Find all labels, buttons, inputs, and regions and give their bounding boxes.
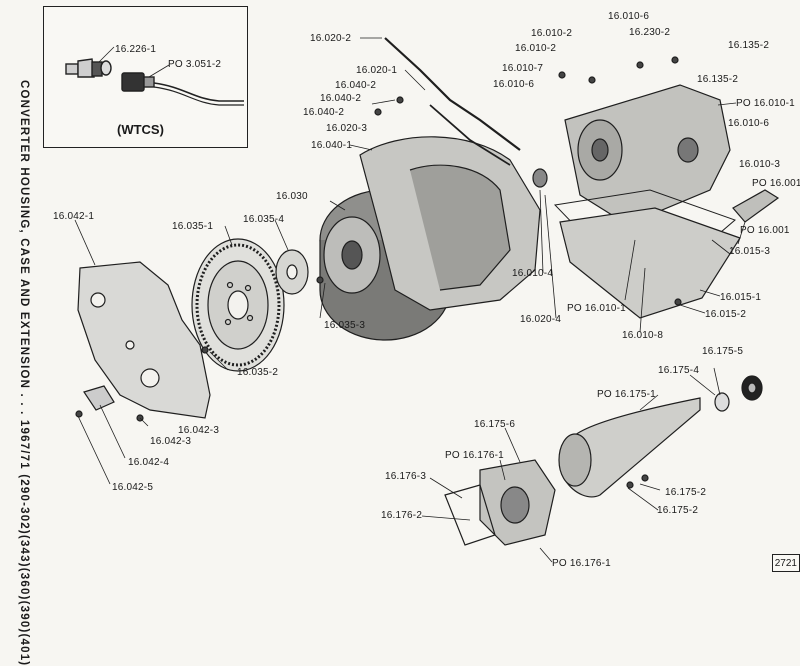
- vacuum-line: [384, 37, 521, 151]
- page-number: 2721: [772, 554, 800, 572]
- part-label: 16.010-6: [728, 118, 770, 129]
- part-label: 16.040-2: [335, 80, 377, 91]
- part-label: 16.010-2: [515, 43, 557, 54]
- part-label: 16.175-2: [657, 505, 699, 516]
- part-label: 16.010-6: [493, 79, 535, 90]
- small-plate: [83, 385, 115, 411]
- oil-pan: [559, 207, 741, 319]
- temperature-switch-drawing: [65, 46, 244, 106]
- part-label: 16.042-5: [112, 482, 154, 493]
- converter-housing: [359, 136, 541, 311]
- part-label: 16.010-4: [512, 268, 554, 279]
- part-label: 16.010-7: [502, 63, 544, 74]
- parts-diagram: (WTCS): [18, 6, 800, 666]
- part-label: 16.015-2: [705, 309, 747, 320]
- transmission-case: [564, 84, 731, 221]
- part-label: 16.020-2: [310, 33, 352, 44]
- part-label: 16.035-2: [237, 367, 279, 378]
- part-label: 16.010-2: [531, 28, 573, 39]
- part-label: 16.040-1: [311, 140, 353, 151]
- part-label: PO 16.175-1: [597, 389, 656, 400]
- part-label: PO 16.176-1: [552, 558, 611, 569]
- wtcs-inset: (WTCS): [43, 6, 248, 148]
- cover-plate: [77, 261, 211, 419]
- part-label: 16.042-1: [53, 211, 95, 222]
- part-label: 16.015-3: [729, 246, 771, 257]
- part-label: PO 16.010-1: [736, 98, 795, 109]
- part-label: 16.010-3: [739, 159, 781, 170]
- part-label: 16.035-1: [172, 221, 214, 232]
- flywheel: [191, 238, 285, 372]
- side-title: CONVERTER HOUSING, CASE AND EXTENSION . …: [18, 80, 30, 666]
- part-label: 16.176-3: [385, 471, 427, 482]
- part-label: 16.226-1: [115, 44, 157, 55]
- part-label: 16.030: [276, 191, 308, 202]
- inset-title: (WTCS): [117, 122, 164, 137]
- filler-tube: [429, 104, 511, 166]
- part-label: 16.042-4: [128, 457, 170, 468]
- extension-housing: [558, 397, 701, 498]
- part-label: 16.020-3: [326, 123, 368, 134]
- part-label: 16.040-2: [320, 93, 362, 104]
- exploded-view-drawing: [74, 37, 780, 563]
- part-label: 16.175-6: [474, 419, 516, 430]
- part-label: 16.040-2: [303, 107, 345, 118]
- part-label: 16.010-6: [608, 11, 650, 22]
- front-seal: [532, 168, 548, 188]
- part-label: 16.042-3: [150, 436, 192, 447]
- part-label: 16.035-3: [324, 320, 366, 331]
- part-label: 16.135-2: [728, 40, 770, 51]
- part-label: PO 16.001: [752, 178, 800, 189]
- part-label: PO 3.051-2: [168, 59, 222, 70]
- part-label: 16.175-5: [702, 346, 744, 357]
- part-label: 16.176-2: [381, 510, 423, 521]
- part-label: 16.135-2: [697, 74, 739, 85]
- bushing: [714, 392, 730, 412]
- rear-plate: [732, 189, 780, 223]
- part-label: 16.230-2: [629, 27, 671, 38]
- part-label: 16.175-4: [658, 365, 700, 376]
- part-label: 16.175-2: [665, 487, 707, 498]
- part-label: PO 16.001: [740, 225, 790, 236]
- part-label: 16.042-3: [178, 425, 220, 436]
- part-label: 16.020-4: [520, 314, 562, 325]
- part-label: PO 16.176-1: [445, 450, 504, 461]
- part-label: 16.015-1: [720, 292, 762, 303]
- part-label: 16.035-4: [243, 214, 285, 225]
- part-label: 16.010-8: [622, 330, 664, 341]
- part-label: PO 16.010-1: [567, 303, 626, 314]
- governor-gasket: [444, 484, 496, 546]
- part-label: 16.020-1: [356, 65, 398, 76]
